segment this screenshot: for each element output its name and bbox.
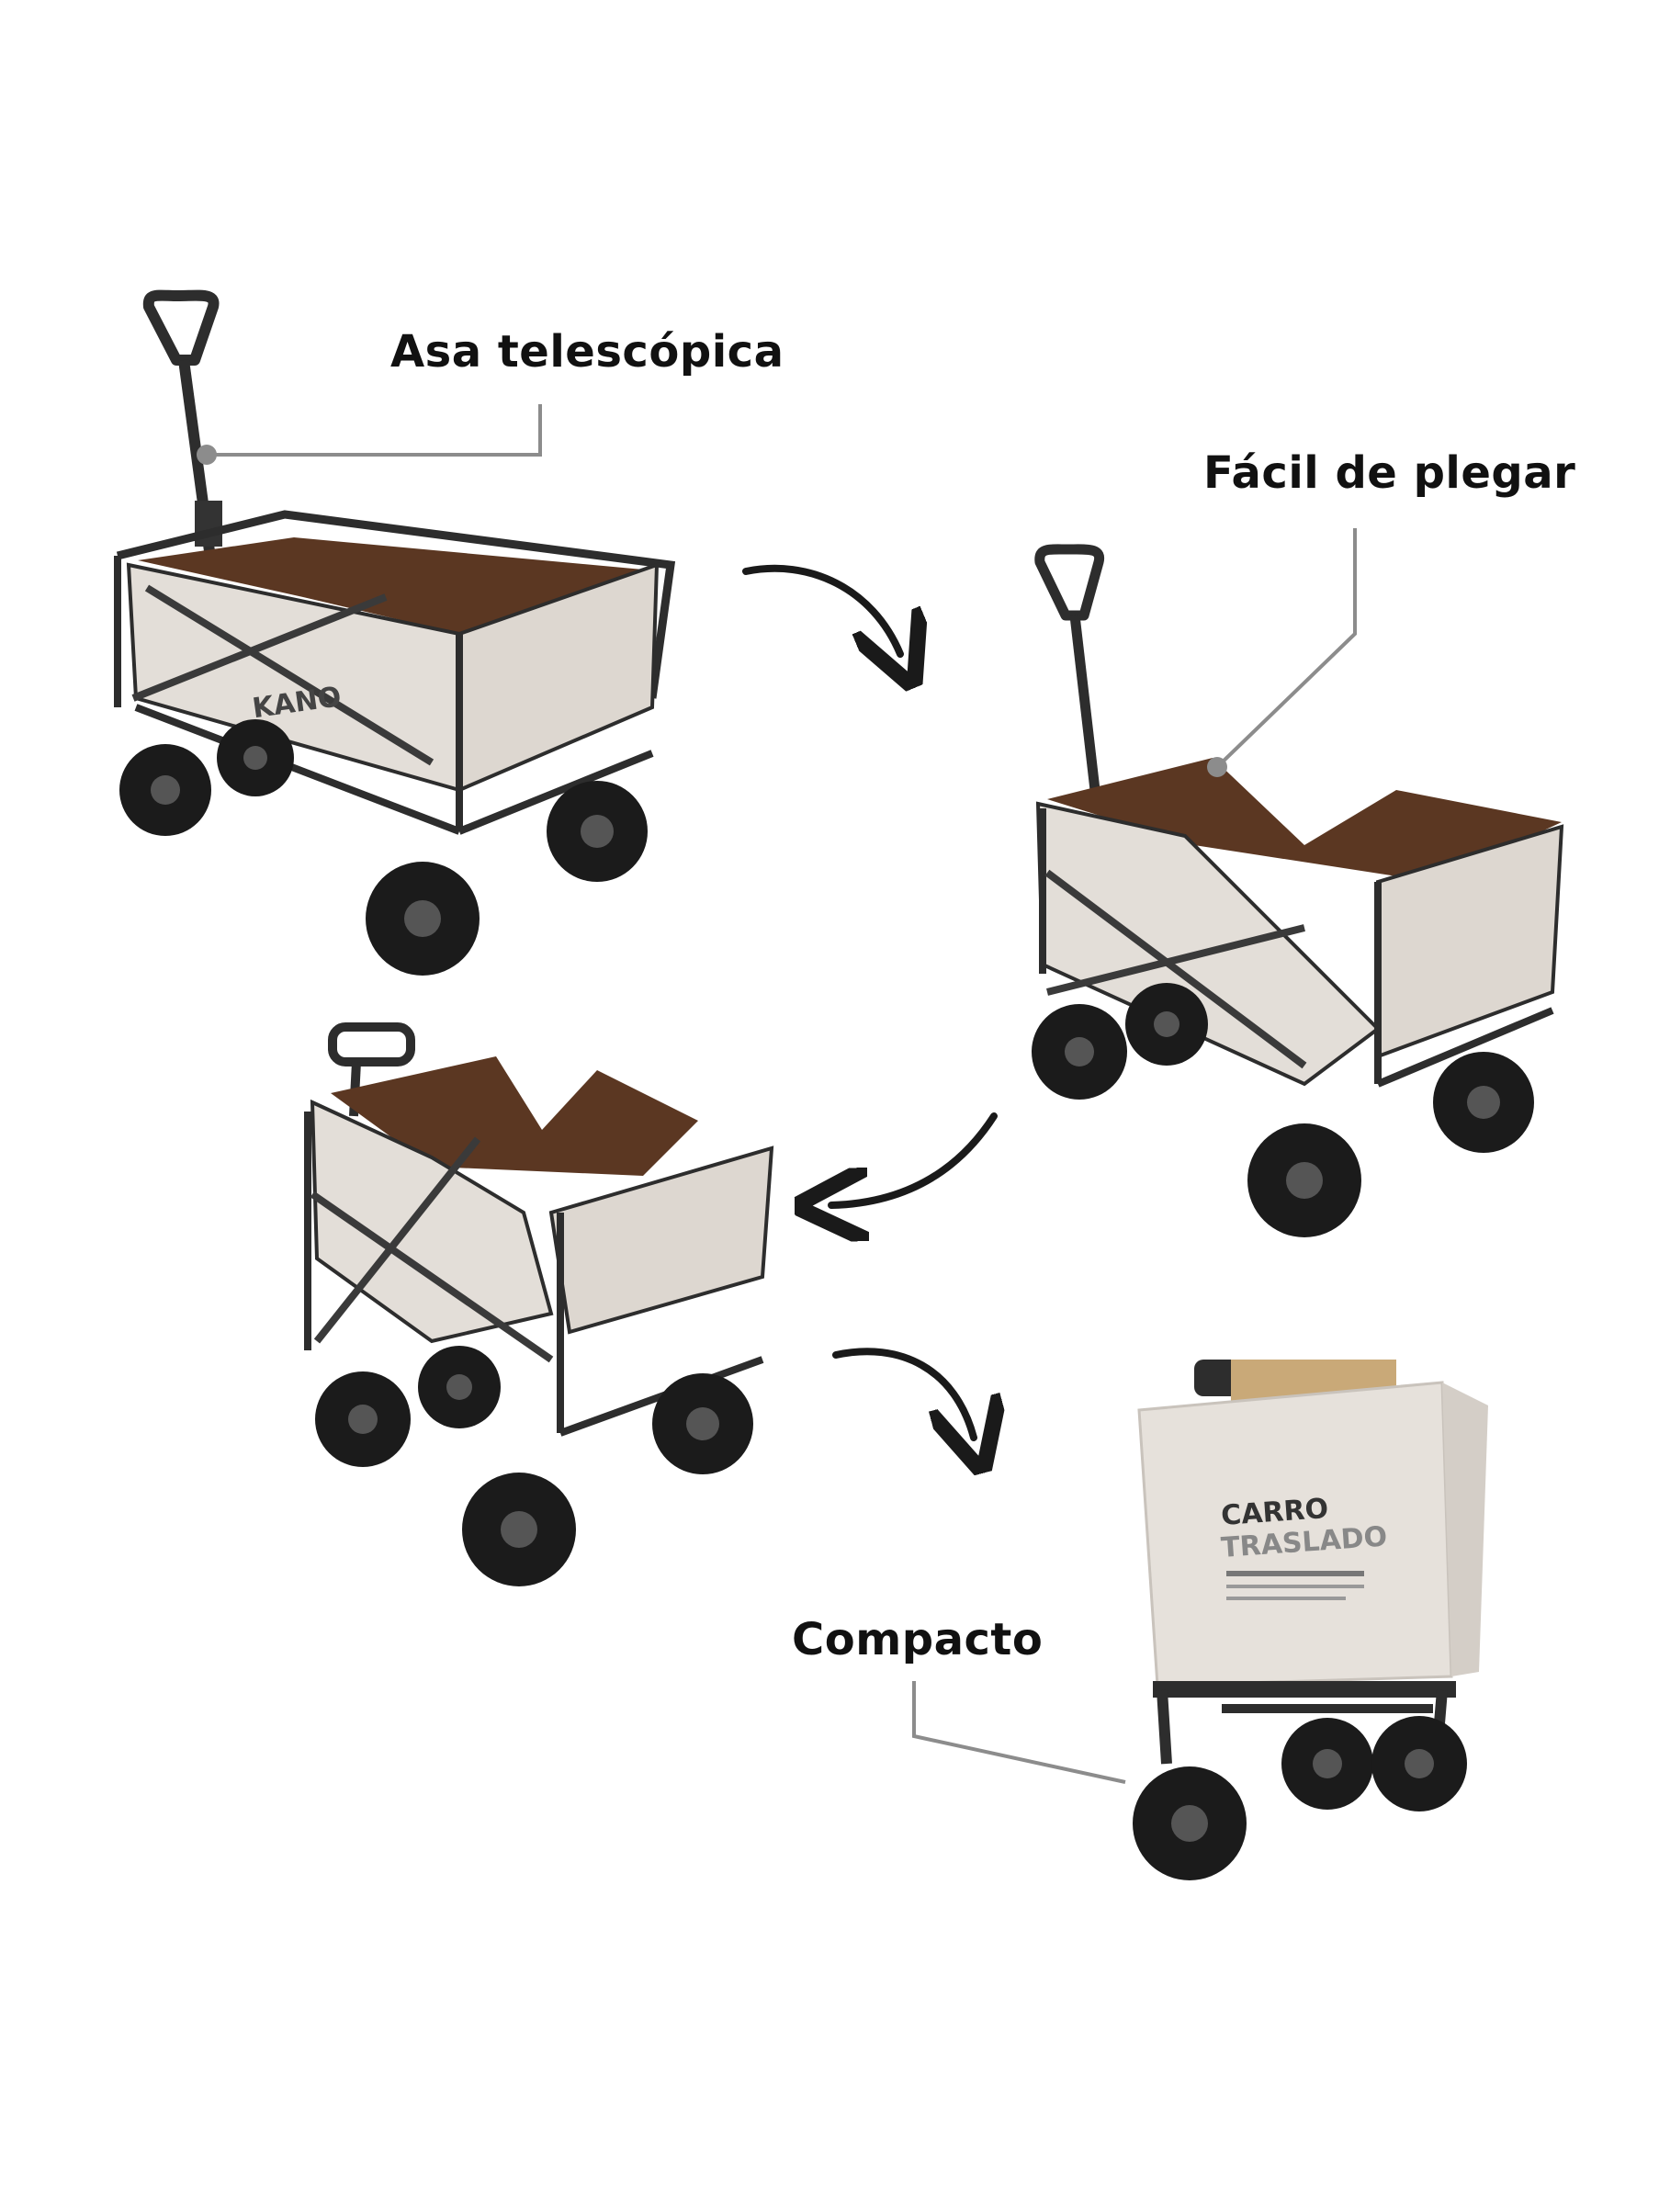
lining-interior: [331, 1056, 698, 1176]
wagon-compact: CARRO TRASLADO: [1133, 1360, 1488, 1880]
callout-leader-handle: [197, 404, 542, 465]
wheel: [462, 1473, 576, 1586]
lining-interior: [138, 537, 643, 634]
wheel: [315, 1371, 411, 1467]
wheel: [652, 1373, 753, 1474]
package-label-line1: CARRO: [1220, 1493, 1329, 1532]
callout-dot-icon: [197, 445, 217, 465]
telescopic-handle: [142, 289, 222, 552]
callout-telescopic-handle: Asa telescópica: [390, 326, 784, 378]
fabric-panel-side: [310, 1099, 554, 1344]
curved-arrow-icon: [742, 564, 900, 654]
callout-leader-compact: [912, 1681, 1126, 1784]
callout-easy-fold: Fácil de plegar: [1203, 447, 1576, 499]
wheel: [1371, 1716, 1467, 1811]
wheel: [1133, 1766, 1247, 1880]
lining-interior: [1047, 758, 1562, 882]
callout-dot-icon: [1207, 757, 1227, 777]
wheel: [1281, 1718, 1373, 1810]
curved-arrow-icon: [831, 1112, 998, 1205]
callout-leader-fold: [1207, 528, 1357, 777]
wagon-half-folded: [304, 1022, 774, 1586]
wheel: [1247, 1123, 1361, 1237]
curved-arrow-icon: [832, 1348, 974, 1438]
wheel: [418, 1346, 501, 1428]
wheel: [366, 862, 480, 976]
wheel: [217, 719, 294, 796]
wagon-open: KANO: [114, 289, 676, 976]
wagon-folding: [1032, 544, 1564, 1237]
wheel: [1433, 1052, 1534, 1153]
wheel: [547, 781, 648, 882]
wheel: [119, 744, 211, 836]
wheel: [1125, 983, 1208, 1066]
telescopic-handle: [1034, 544, 1105, 791]
callout-compact: Compacto: [792, 1614, 1044, 1665]
fabric-panel-front: [548, 1146, 774, 1335]
wheel: [1032, 1004, 1127, 1100]
